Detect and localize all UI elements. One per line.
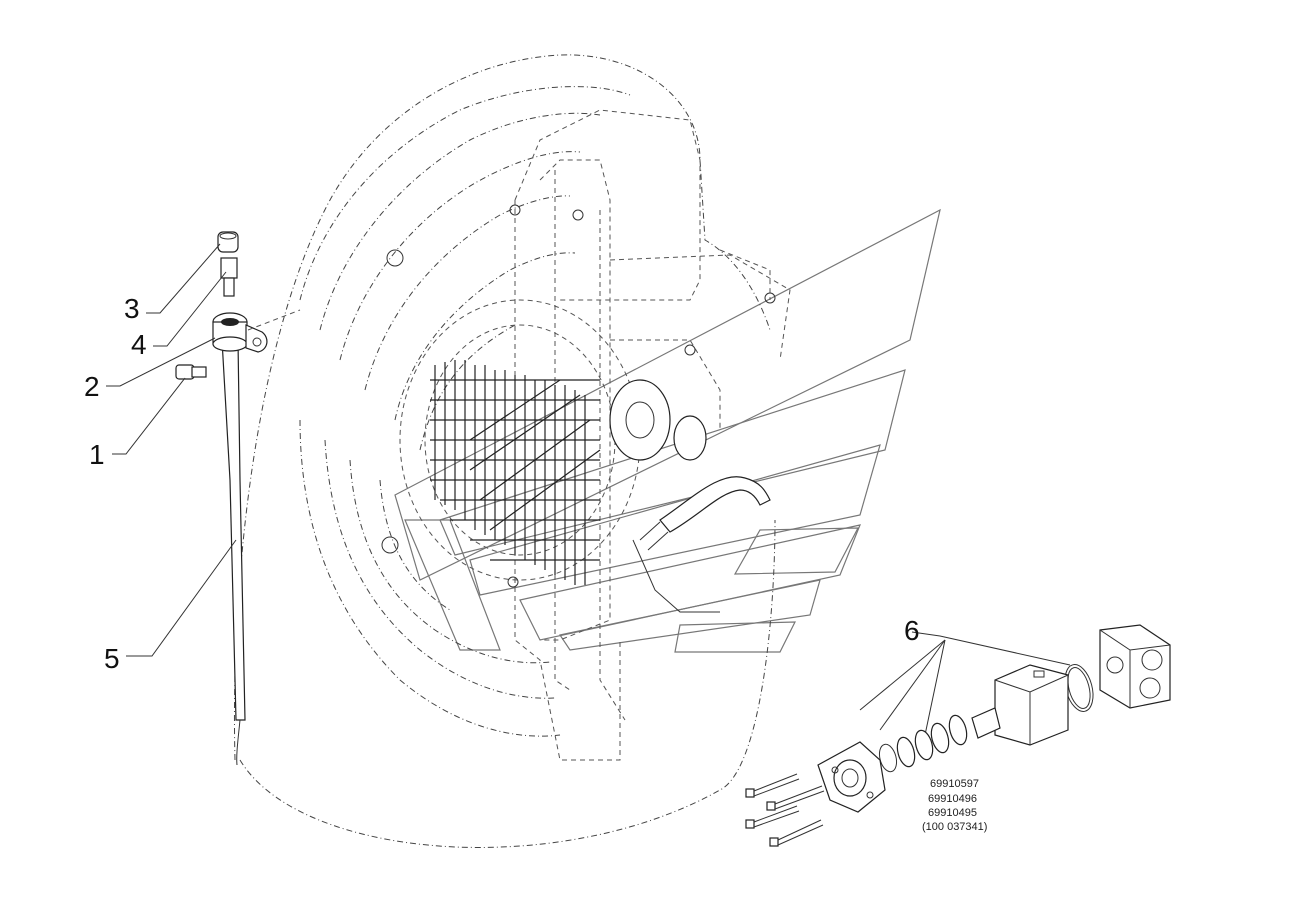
- callout-5: 5: [104, 643, 120, 674]
- callout-2: 2: [84, 371, 100, 402]
- pump-flange: [609, 379, 707, 461]
- tube-bracket: [212, 312, 268, 353]
- bolt: [175, 364, 207, 380]
- callout-3: 3: [124, 293, 140, 324]
- leader-lines: [106, 243, 1071, 736]
- filter-grid: [430, 360, 601, 585]
- transmission-housing: [233, 54, 791, 848]
- part-number-1: 69910597: [930, 778, 979, 790]
- hose-fitting: [220, 257, 238, 297]
- callout-1: 1: [89, 439, 105, 470]
- dipstick-cap: [217, 231, 239, 253]
- part-number-2: 69910496: [928, 793, 977, 805]
- dipstick-tube: [221, 339, 246, 766]
- part-number-4: (100 037341): [922, 821, 987, 833]
- return-hose: [639, 476, 771, 551]
- part-number-3: 69910495: [928, 807, 977, 819]
- pump-assembly: [745, 624, 1171, 847]
- callout-6: 6: [904, 615, 920, 646]
- callout-4: 4: [131, 329, 147, 360]
